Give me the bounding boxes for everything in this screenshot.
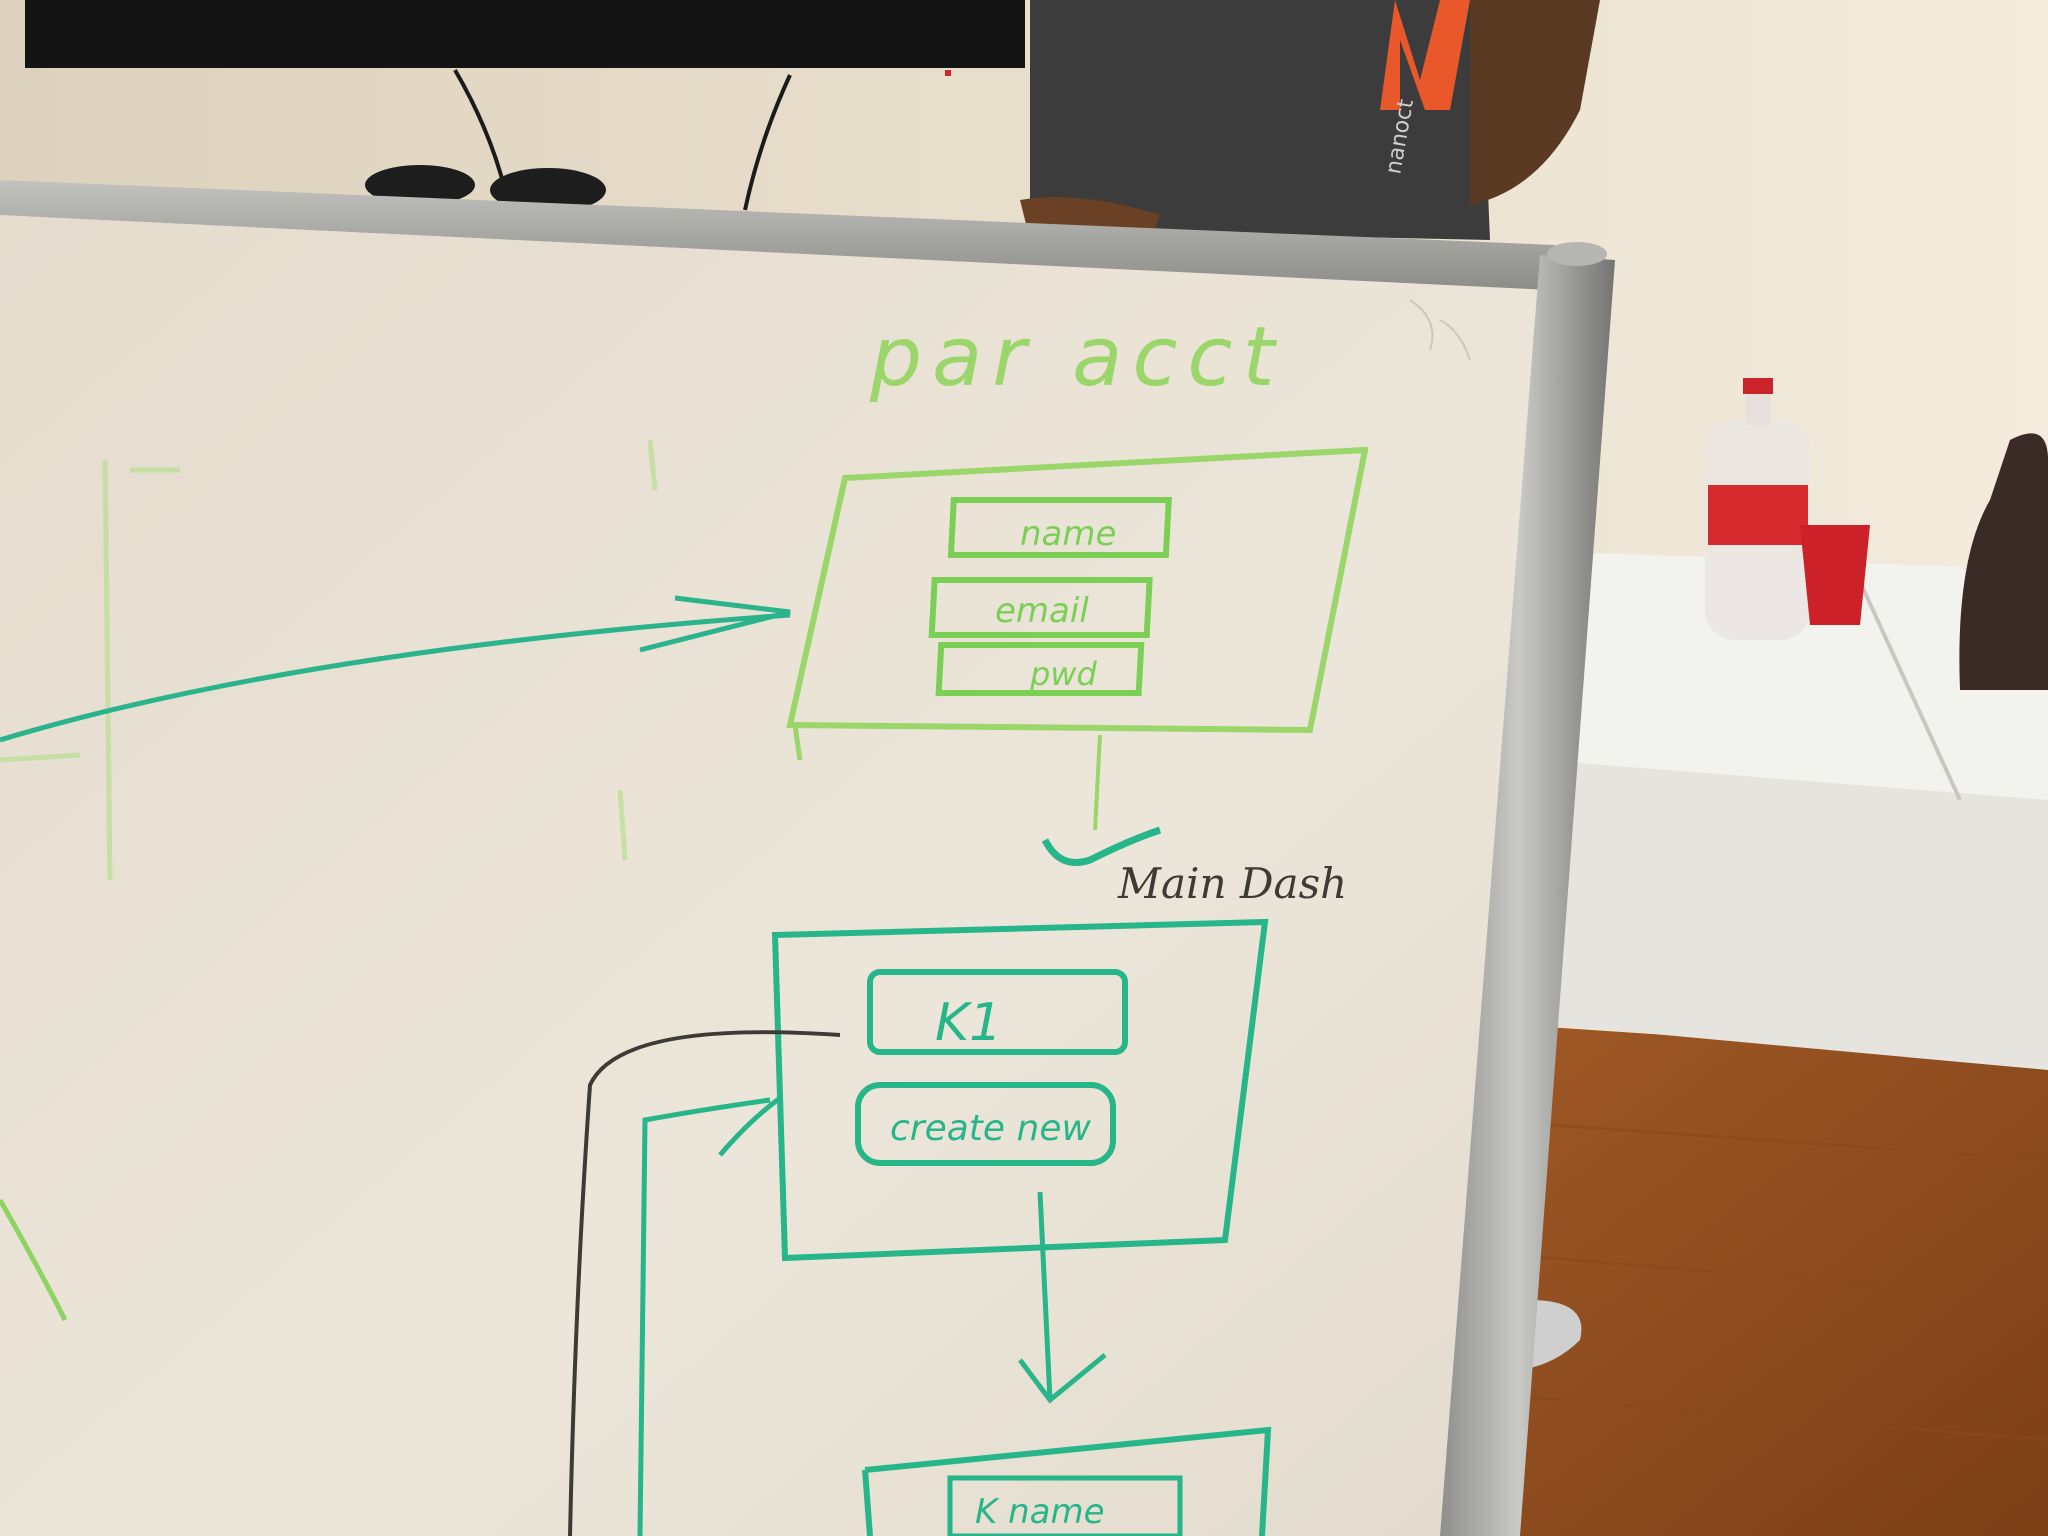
signup-fields: name email pwd (928, 497, 1172, 696)
field-pwd-label: pwd (1029, 655, 1097, 693)
table-front (1500, 760, 2048, 1070)
floor-grain (1439, 1118, 2048, 1442)
game-controller-left (365, 165, 475, 205)
k-name-field (947, 1475, 1183, 1536)
field-email-label: email (995, 591, 1089, 631)
flow-arrow-left-head (639, 595, 791, 653)
connector-signup-dash (1093, 734, 1102, 831)
board-heading: par acct (869, 310, 1285, 405)
field-name-label: name (1020, 514, 1116, 554)
cola-bottle (1959, 433, 2048, 690)
table-seam (1848, 559, 1962, 801)
person-shirt (1030, 0, 1490, 240)
tv-cables (453, 68, 792, 211)
game-controller-right (490, 168, 606, 212)
person-arm (1470, 0, 1600, 205)
field-email (928, 577, 1153, 638)
whiteboard-top-rail (0, 180, 1555, 290)
whiteboard-surface (0, 215, 1540, 1536)
tv-screen (25, 0, 1025, 68)
board-crack (1409, 299, 1471, 361)
bottle-cap (1743, 378, 1773, 394)
table-top (1520, 550, 2048, 800)
tv-led (945, 70, 951, 76)
create-new-button-label: create new (890, 1108, 1091, 1149)
k1-button (867, 969, 1128, 1055)
loop-arrow-teal (637, 1095, 782, 1536)
down-arrow-head (1018, 1353, 1107, 1404)
loop-arrow-dark (568, 1030, 841, 1536)
create-new-button (855, 1082, 1116, 1166)
shirt-logo (1380, 0, 1470, 110)
signup-screen-frame (786, 446, 1369, 734)
k1-button-label: K1 (935, 993, 1002, 1053)
main-dash-frame (771, 918, 1269, 1262)
signup-screen-tick (792, 724, 803, 761)
whiteboard-side-post (1440, 255, 1615, 1536)
main-dash-label: Main Dash (1117, 859, 1347, 908)
erased-marks (0, 439, 658, 881)
flow-arrow-left (0, 612, 791, 743)
soda-label (1708, 485, 1808, 545)
k-name-field-label: K name (975, 1492, 1105, 1532)
checkmark (1041, 826, 1162, 866)
field-pwd (935, 642, 1145, 696)
red-cup (1800, 525, 1870, 625)
down-arrow-shaft (1037, 1191, 1053, 1401)
next-screen-frame (862, 1426, 1272, 1536)
field-name (947, 497, 1172, 558)
bottom-left-curve (0, 1198, 68, 1322)
whiteboard-post-cap (1547, 242, 1607, 266)
